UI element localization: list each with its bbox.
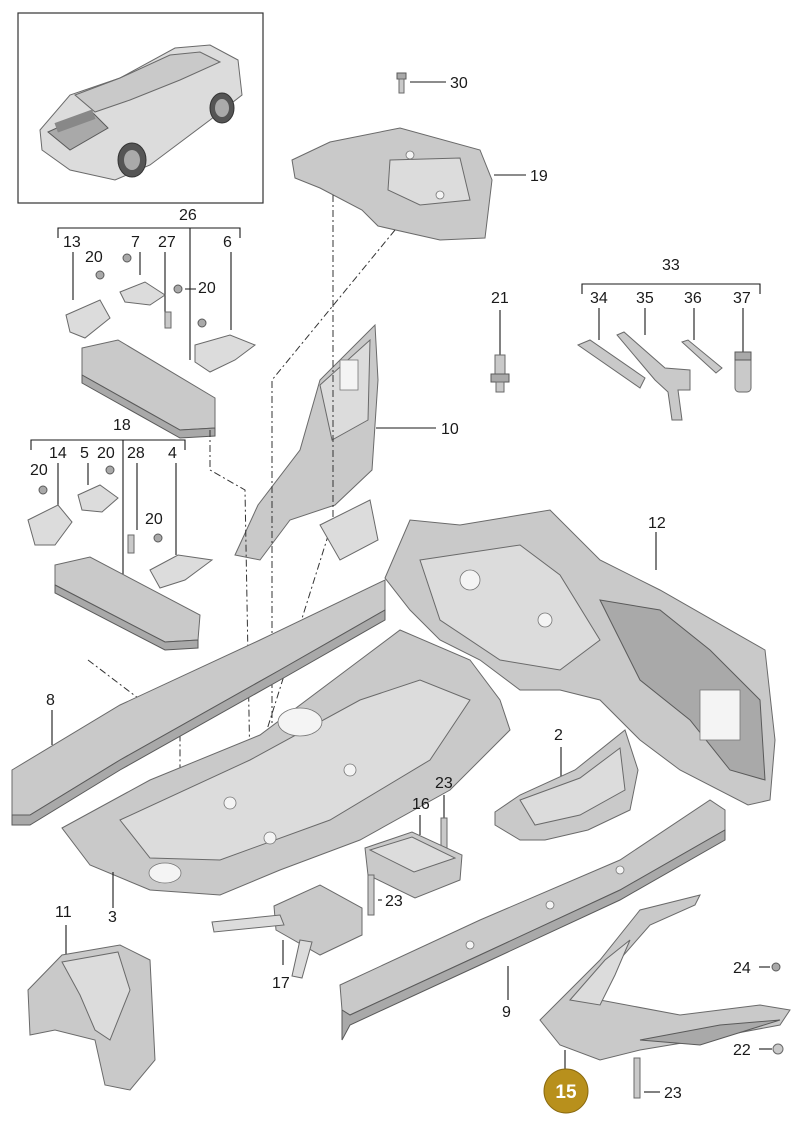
label-6: 6 xyxy=(223,234,232,251)
label-22: 22 xyxy=(733,1042,751,1059)
part-12-rear-frame xyxy=(384,509,776,806)
label-36: 36 xyxy=(684,290,702,307)
part-22-nut xyxy=(772,1043,784,1055)
label-11: 11 xyxy=(55,904,72,921)
label-2: 2 xyxy=(554,727,563,744)
label-4: 4 xyxy=(168,445,177,462)
label-24: 24 xyxy=(733,960,751,977)
part-23b-bolt xyxy=(367,874,375,916)
label-5: 5 xyxy=(80,445,89,462)
part-21-bolt xyxy=(490,354,510,393)
label-13: 13 xyxy=(63,234,81,251)
bracket-33 xyxy=(581,283,761,294)
badge-label: 15 xyxy=(555,1082,577,1103)
leaders-33-group xyxy=(598,308,744,352)
part-23c-bolt xyxy=(633,1057,641,1099)
part-19-panel xyxy=(291,127,493,241)
bracket-26 xyxy=(57,227,241,360)
label-9: 9 xyxy=(502,1004,511,1021)
label-34: 34 xyxy=(590,290,608,307)
part-11-pillar xyxy=(27,944,156,1091)
part-30-bolt xyxy=(396,72,407,94)
label-37: 37 xyxy=(733,290,751,307)
label-20e: 20 xyxy=(145,511,163,528)
label-18: 18 xyxy=(113,417,131,434)
label-3: 3 xyxy=(108,909,117,926)
label-27: 27 xyxy=(158,234,176,251)
label-17: 17 xyxy=(272,975,290,992)
label-20b: 20 xyxy=(198,280,216,297)
label-12: 12 xyxy=(648,515,666,532)
part-16-bracket xyxy=(364,831,463,899)
dash-line-4 xyxy=(209,430,251,771)
label-23b: 23 xyxy=(385,893,403,910)
part-8-sill xyxy=(11,499,386,826)
label-28: 28 xyxy=(127,445,145,462)
part-3-floor xyxy=(61,629,511,896)
label-7: 7 xyxy=(131,234,140,251)
badge-circle xyxy=(543,1068,589,1114)
label-21: 21 xyxy=(491,290,509,307)
label-10: 10 xyxy=(441,421,459,438)
part-24-bolt xyxy=(771,962,781,972)
label-20d: 20 xyxy=(30,462,48,479)
vehicle-thumbnail xyxy=(17,12,264,204)
part-2-bracket xyxy=(494,729,639,841)
part-26-rail xyxy=(65,253,257,439)
part-17-bracket xyxy=(211,884,363,979)
part-33-tools xyxy=(576,331,752,421)
label-26: 26 xyxy=(179,207,197,224)
label-33: 33 xyxy=(662,257,680,274)
bracket-18 xyxy=(30,439,186,600)
label-20a: 20 xyxy=(85,249,103,266)
part-15-frame xyxy=(539,894,791,1061)
label-30: 30 xyxy=(450,75,468,92)
part-18-rail xyxy=(27,465,214,651)
part-23a-bolt xyxy=(440,817,448,849)
label-16: 16 xyxy=(412,796,430,813)
label-35: 35 xyxy=(636,290,654,307)
leaders-18-group xyxy=(57,463,177,555)
part-9-sill xyxy=(339,799,726,1041)
leaders-26-group xyxy=(72,252,232,330)
label-8: 8 xyxy=(46,692,55,709)
label-23a: 23 xyxy=(435,775,453,792)
badge-15: 15 xyxy=(543,1068,589,1114)
label-20c: 20 xyxy=(97,445,115,462)
label-14: 14 xyxy=(49,445,67,462)
label-23c: 23 xyxy=(664,1085,682,1102)
label-19: 19 xyxy=(530,168,548,185)
